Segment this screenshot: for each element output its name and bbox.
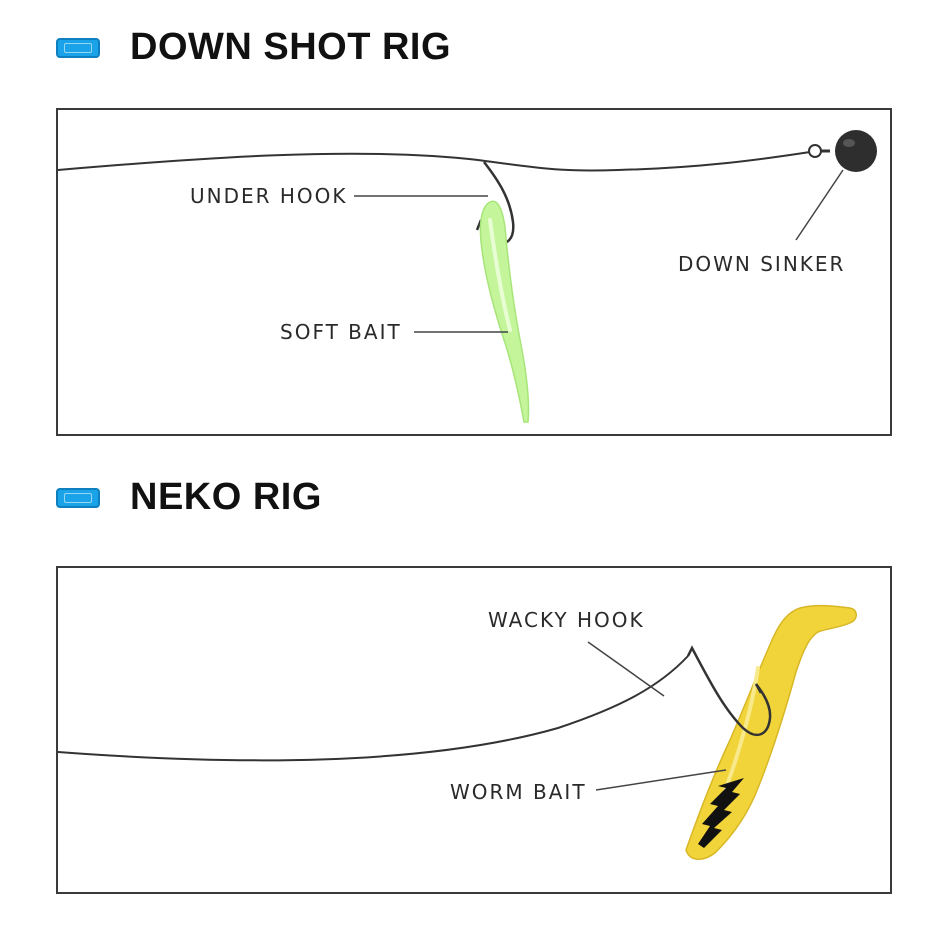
neko-diagram — [58, 604, 857, 860]
weight-icon — [698, 778, 744, 848]
down-shot-diagram — [58, 130, 877, 423]
neko-header: NEKO RIG — [56, 476, 322, 519]
fishing-line — [58, 151, 811, 172]
worm-bait-icon — [685, 604, 857, 860]
down-shot-title: DOWN SHOT RIG — [130, 26, 452, 68]
wacky-hook-leader — [587, 641, 665, 697]
under-hook-label: UNDER HOOK — [190, 184, 348, 208]
wacky-hook-icon — [686, 645, 772, 737]
section-badge-icon — [56, 487, 100, 508]
neko-title: NEKO RIG — [130, 476, 322, 518]
down-sinker-label: DOWN SINKER — [678, 252, 846, 276]
down-shot-panel: UNDER HOOK DOWN SINKER SOFT BAIT — [56, 108, 892, 436]
sinker-icon — [835, 130, 877, 172]
section-badge-icon — [56, 37, 100, 58]
wacky-hook-label: WACKY HOOK — [488, 608, 645, 632]
swivel-ring-icon — [808, 144, 822, 158]
neko-panel: WACKY HOOK WORM BAIT — [56, 566, 892, 894]
worm-bait-label: WORM BAIT — [450, 780, 587, 804]
fishing-line — [58, 655, 689, 762]
down-sinker-leader — [795, 169, 844, 241]
soft-bait-label: SOFT BAIT — [280, 320, 402, 344]
down-shot-header: DOWN SHOT RIG — [56, 26, 451, 69]
worm-bait-leader — [595, 769, 727, 791]
